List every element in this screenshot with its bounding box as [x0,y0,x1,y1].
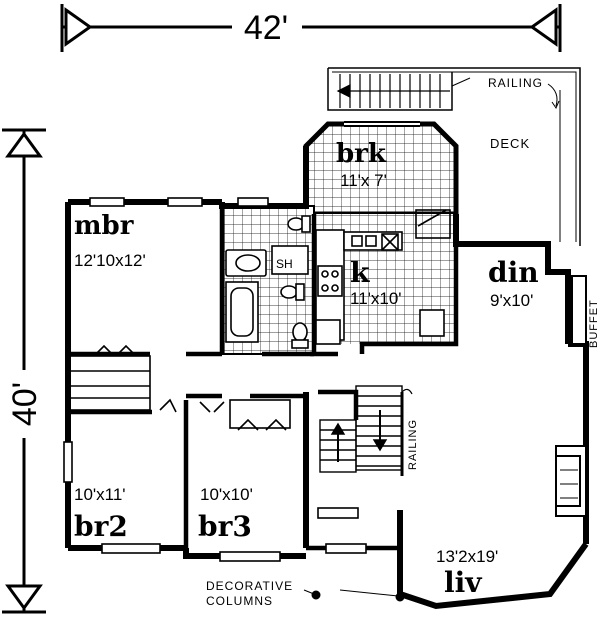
breakfast-windows [344,121,420,127]
din-name: din [488,256,539,289]
br3-size: 10'x10' [200,485,253,504]
deck-stairs [336,74,450,108]
breakfast-bay [303,121,459,217]
din-size: 9'x10' [490,291,533,310]
br3-name: br3 [198,510,252,543]
railing-label-stair: RAILING [407,419,419,470]
liv-size: 13'2x19' [436,547,498,566]
depth-dimension-label: 40' [6,382,44,426]
interior-walls [68,206,459,551]
interior-stairs [319,385,413,476]
mbr-name: mbr [74,211,134,241]
columns-label-line2: COLUMNS [206,594,273,608]
br2-size: 10'x11' [74,485,126,504]
br2-name: br2 [74,510,128,543]
columns-label-line1: DECORATIVE [206,579,293,593]
mbr-size: 12'10x12' [74,251,146,270]
windows [63,197,367,562]
brk-name: brk [336,139,387,169]
depth-dimension [2,128,46,614]
kitchen-fixtures [315,209,451,345]
buffet-label: BUFFET [588,299,600,348]
deck-label: DECK [490,136,530,151]
kitchen-size: 11'x10' [350,289,402,308]
deck [327,67,581,246]
bath-fixtures [225,215,311,349]
liv-name: liv [444,566,482,599]
kitchen-name: k [350,256,370,289]
fireplace [555,445,587,517]
width-dimension-label: 42' [244,9,288,47]
buffet-cabinet [571,275,587,345]
shower-label: SH [276,257,293,271]
decorative-columns [303,589,405,602]
width-dimension [60,4,562,52]
closets [69,344,291,431]
railing-label-top: RAILING [488,76,543,90]
brk-size: 11'x 7' [340,171,387,190]
